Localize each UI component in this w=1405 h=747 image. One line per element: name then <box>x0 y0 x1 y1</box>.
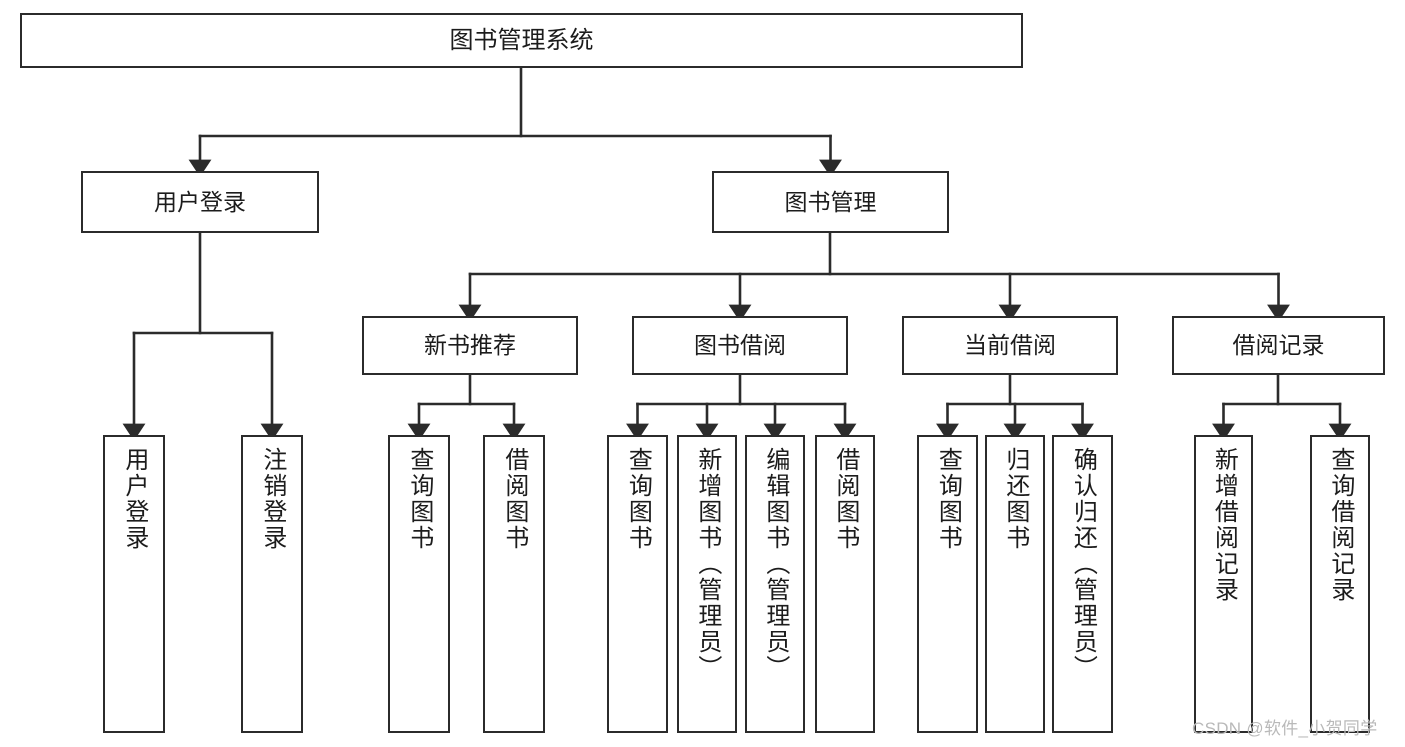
node-label-book-borrow: 图书借阅 <box>694 332 786 359</box>
node-label-leaf-user-login: 用户登录 <box>120 447 148 551</box>
node-leaf-confirm-return-admin[interactable]: 确认归还（管理员） <box>1052 435 1113 733</box>
node-label-leaf-return-book: 归还图书 <box>1001 447 1029 551</box>
node-label-leaf-confirm-return-admin: 确认归还（管理员） <box>1069 447 1097 681</box>
node-leaf-edit-book-admin[interactable]: 编辑图书（管理员） <box>745 435 805 733</box>
node-label-leaf-query-book-3: 查询图书 <box>934 447 962 551</box>
node-leaf-query-book-2[interactable]: 查询图书 <box>607 435 668 733</box>
node-leaf-logout-login[interactable]: 注销登录 <box>241 435 303 733</box>
node-label-book-management: 图书管理 <box>784 188 877 215</box>
node-book-management[interactable]: 图书管理 <box>712 171 949 233</box>
node-label-leaf-borrow-book-2: 借阅图书 <box>831 447 859 551</box>
node-leaf-user-login[interactable]: 用户登录 <box>103 435 165 733</box>
node-leaf-borrow-book-1[interactable]: 借阅图书 <box>483 435 545 733</box>
node-label-current-borrow: 当前借阅 <box>964 332 1056 359</box>
node-current-borrow[interactable]: 当前借阅 <box>902 316 1118 375</box>
node-book-borrow[interactable]: 图书借阅 <box>632 316 848 375</box>
node-user-login[interactable]: 用户登录 <box>81 171 319 233</box>
node-leaf-add-borrow-record[interactable]: 新增借阅记录 <box>1194 435 1253 733</box>
node-label-leaf-edit-book-admin: 编辑图书（管理员） <box>761 447 789 681</box>
node-label-root: 图书管理系统 <box>449 26 594 54</box>
node-leaf-query-book-1[interactable]: 查询图书 <box>388 435 450 733</box>
node-label-leaf-add-borrow-record: 新增借阅记录 <box>1210 447 1238 603</box>
node-root[interactable]: 图书管理系统 <box>20 13 1023 68</box>
node-new-book-recommend[interactable]: 新书推荐 <box>362 316 578 375</box>
node-label-leaf-query-borrow-record: 查询借阅记录 <box>1326 447 1354 603</box>
node-label-leaf-add-book-admin: 新增图书（管理员） <box>693 447 721 681</box>
node-label-borrow-records: 借阅记录 <box>1232 332 1325 359</box>
node-leaf-borrow-book-2[interactable]: 借阅图书 <box>815 435 875 733</box>
connector-group <box>122 66 1352 441</box>
node-leaf-query-book-3[interactable]: 查询图书 <box>917 435 978 733</box>
node-label-leaf-query-book-1: 查询图书 <box>405 447 433 551</box>
node-borrow-records[interactable]: 借阅记录 <box>1172 316 1385 375</box>
node-label-new-book-recommend: 新书推荐 <box>424 332 516 359</box>
node-label-leaf-logout-login: 注销登录 <box>258 447 286 551</box>
node-leaf-query-borrow-record[interactable]: 查询借阅记录 <box>1310 435 1370 733</box>
node-label-leaf-query-book-2: 查询图书 <box>624 447 652 551</box>
node-label-user-login: 用户登录 <box>154 188 246 215</box>
node-leaf-add-book-admin[interactable]: 新增图书（管理员） <box>677 435 737 733</box>
node-label-leaf-borrow-book-1: 借阅图书 <box>500 447 528 551</box>
node-leaf-return-book[interactable]: 归还图书 <box>985 435 1045 733</box>
